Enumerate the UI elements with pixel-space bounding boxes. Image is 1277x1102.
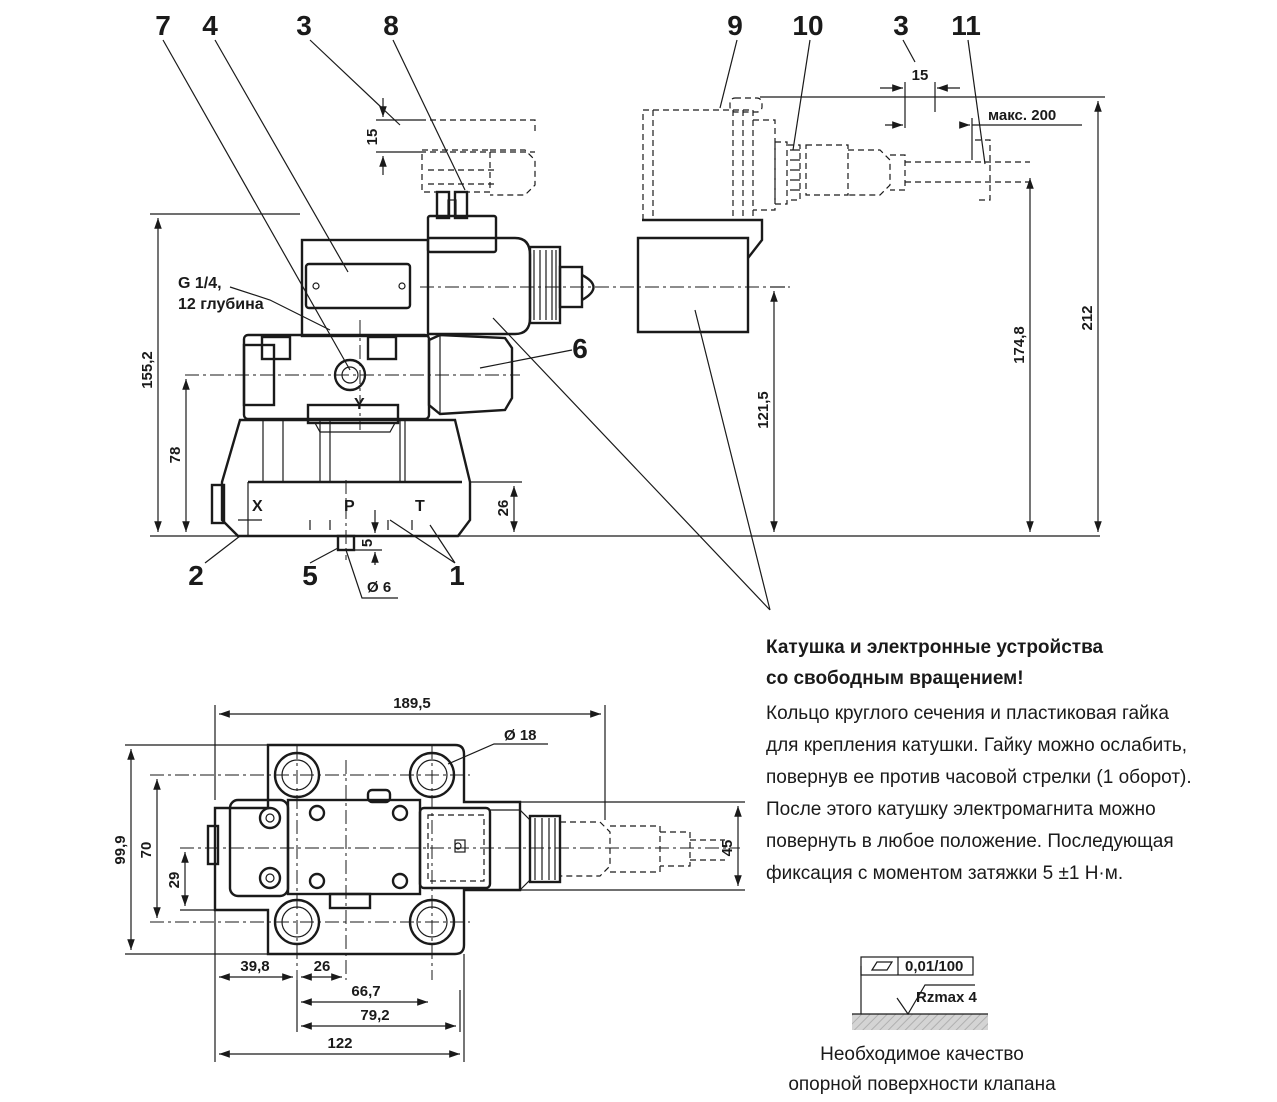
dim-15-right-text: 15 [912, 67, 929, 84]
dim-5: 5 [354, 510, 382, 565]
side-view: 155,2 78 26 5 Ø 6 121,5 [139, 10, 1105, 611]
dim-45-text: 45 [719, 840, 736, 857]
flatness-text: 0,01/100 [905, 958, 963, 975]
dim-6: Ø 6 [345, 549, 398, 599]
callout-1: 1 [449, 560, 465, 591]
port-t-label: T [415, 498, 425, 515]
dim-70-text: 70 [138, 842, 155, 859]
callout-11: 11 [951, 10, 981, 41]
note-body-line: повернув ее против часовой стрелки (1 об… [766, 767, 1192, 788]
dim-26b-text: 26 [314, 958, 331, 975]
dim-155: 155,2 [139, 213, 300, 532]
roughness-icon [896, 984, 975, 1016]
surface-symbol: 0,01/100 Rzmax 4 [852, 956, 988, 1030]
callout-2: 2 [188, 560, 204, 591]
note-body-line: повернуть в любое положение. Последующая [766, 831, 1174, 852]
dims-bottom: 39,8 26 66,7 79,2 122 [214, 910, 465, 1062]
callout-10: 10 [792, 10, 823, 41]
valve-body [242, 333, 431, 433]
note-body-line: фиксация с моментом затяжки 5 ±1 Н·м. [766, 863, 1124, 884]
dim-212-text: 212 [1079, 305, 1096, 330]
dim-29-text: 29 [166, 872, 183, 889]
dim-667-text: 66,7 [351, 983, 380, 1000]
port-x-label: X [252, 498, 263, 515]
dim-189-text: 189,5 [393, 695, 431, 712]
dim-5-text: 5 [359, 539, 376, 547]
callout-3-right: 3 [893, 10, 909, 41]
dim-122-text: 122 [327, 1035, 352, 1052]
dim-70: 70 [138, 779, 161, 918]
note-heading-line1: Катушка и электронные устройства [766, 637, 1104, 658]
dim-29: 29 [166, 852, 268, 911]
callout-9: 9 [727, 10, 743, 41]
dim-155-text: 155,2 [139, 351, 156, 389]
note-heading-line2: со свободным вращением! [766, 668, 1024, 689]
subplate [210, 418, 472, 560]
dim-15-right: 15 макс. 200 [880, 67, 1082, 160]
dim-15-top-text: 15 [364, 129, 381, 146]
subplate-top [213, 743, 522, 956]
dim-999: 99,9 [112, 744, 268, 955]
dim-189: 189,5 [214, 695, 606, 820]
surface-caption: Необходимое качество опорной поверхности… [752, 1040, 1092, 1100]
callout-4: 4 [202, 10, 218, 41]
note-heading: Катушка и электронные устройства со своб… [766, 632, 1276, 694]
caption-line1: Необходимое качество [820, 1044, 1024, 1065]
dim-174-text: 174,8 [1011, 326, 1028, 364]
dim-78-text: 78 [167, 447, 184, 464]
max-200-text: макс. 200 [988, 107, 1056, 124]
dim-18-text: Ø 18 [504, 727, 537, 744]
leader-lines [162, 39, 986, 611]
dim-45: 45 [520, 801, 745, 891]
solenoid [300, 190, 595, 338]
port-g14-label: G 1/4, [178, 275, 222, 292]
coil-9 [636, 97, 1030, 334]
dim-212: 212 [760, 96, 1105, 532]
dim-26: 26 [470, 481, 522, 532]
dim-792-text: 79,2 [360, 1007, 389, 1024]
top-view: 189,5 Ø 18 99,9 70 29 45 [112, 695, 745, 1062]
port-depth-label: 12 глубина [178, 296, 264, 313]
note-body-line: Кольцо круглого сечения и пластиковая га… [766, 703, 1169, 724]
dim-174: 174,8 [1011, 178, 1034, 532]
flatness-icon [870, 961, 894, 971]
callout-8: 8 [383, 10, 399, 41]
caption-line2: опорной поверхности клапана [788, 1074, 1056, 1095]
dim-6-text: Ø 6 [367, 579, 391, 596]
callout-3-left: 3 [296, 10, 312, 41]
dim-26-text: 26 [495, 500, 512, 517]
dim-121-text: 121,5 [755, 391, 772, 429]
port-y-label: Y [354, 396, 365, 413]
callout-7: 7 [155, 10, 171, 41]
dim-999-text: 99,9 [112, 835, 129, 864]
port-p-label: P [344, 498, 355, 515]
dim-15-top: 15 [364, 98, 420, 175]
note-body-line: После этого катушку электромагнита можно [766, 799, 1156, 820]
coil-note: Катушка и электронные устройства со своб… [766, 632, 1276, 890]
dim-398-text: 39,8 [240, 958, 269, 975]
note-body-line: для крепления катушки. Гайку можно ослаб… [766, 735, 1188, 756]
callout-5: 5 [302, 560, 318, 591]
callout-6: 6 [572, 333, 588, 364]
dim-121: 121,5 [755, 286, 785, 532]
dim-78: 78 [167, 379, 190, 532]
dim-18: Ø 18 [447, 727, 548, 765]
roughness-text: Rzmax 4 [916, 989, 978, 1006]
